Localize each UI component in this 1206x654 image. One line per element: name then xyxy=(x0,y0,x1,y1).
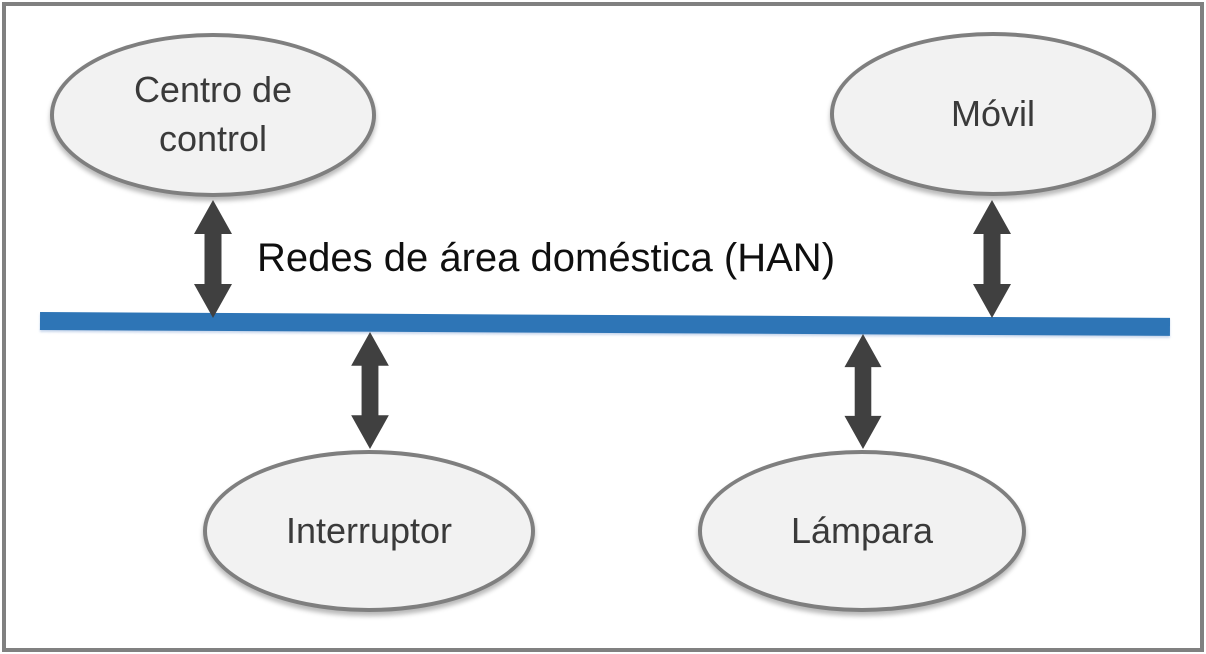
connector-bus-to-lampara xyxy=(844,334,882,449)
node-label-movil: Móvil xyxy=(950,92,1035,134)
double-arrow-icon xyxy=(194,200,232,318)
node-label-lampara: Lámpara xyxy=(790,509,934,551)
double-arrow-icon xyxy=(973,200,1011,318)
connector-movil-to-bus xyxy=(973,200,1011,318)
node-label-interruptor: Interruptor xyxy=(285,509,453,551)
node-label-centro-de-control: Centro de control xyxy=(133,69,293,159)
connector-centro-de-control-to-bus xyxy=(194,200,232,318)
node-lampara: Lámpara xyxy=(698,450,1026,612)
connector-bus-to-interruptor xyxy=(351,332,389,449)
double-arrow-icon xyxy=(844,334,882,449)
double-arrow-icon xyxy=(351,332,389,449)
node-centro-de-control: Centro de control xyxy=(50,33,376,197)
node-movil: Móvil xyxy=(830,32,1156,196)
node-interruptor: Interruptor xyxy=(203,450,535,612)
han-bus-title: Redes de área doméstica (HAN) xyxy=(256,236,836,280)
